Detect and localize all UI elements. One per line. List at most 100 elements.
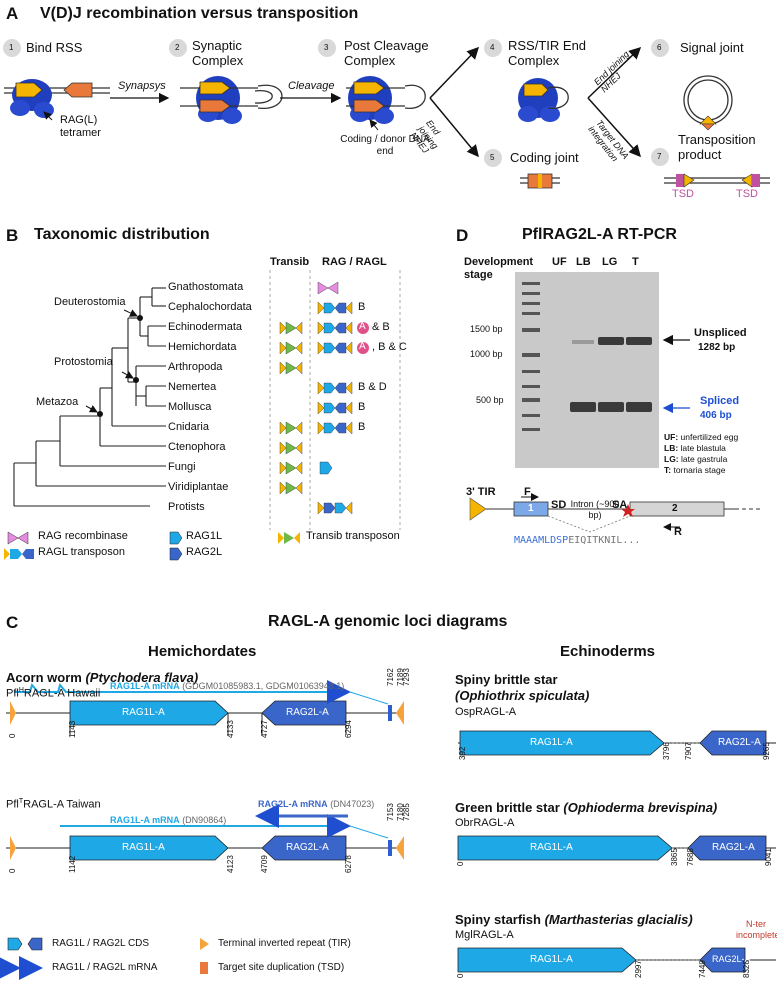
seq-gray: EIQITKNIL... [568, 535, 641, 546]
coord-osp-2: 7907 [684, 742, 693, 760]
taiwan-rest: RAGL-A Taiwan [23, 798, 101, 811]
cleavage-label: Cleavage [288, 80, 335, 92]
osp-locus: OspRAGL-A [455, 706, 517, 718]
legend-rag-recombinase: RAG recombinase [38, 530, 128, 542]
badge-3: A [359, 341, 366, 352]
panel-d-title: PflRAG2L-A RT-PCR [522, 226, 677, 243]
hawaii-rag1: RAG1L-A [122, 707, 165, 718]
taxon-viridiplantae: Viridiplantae [168, 481, 229, 493]
coord-hawaii-0: 0 [8, 733, 17, 738]
step-num-5: 5 [490, 153, 495, 162]
transposition-product-graphic [664, 173, 770, 188]
step-circle-4 [484, 39, 502, 57]
coord-taiwan-7: 7285 [402, 803, 411, 821]
gel-key-abbr: UF: [664, 432, 681, 442]
mgl-rag1: RAG1L-A [530, 954, 573, 965]
panel-c-letter: C [6, 613, 19, 632]
marker-1000: 1000 bp [470, 349, 503, 359]
panel-d-letter: D [456, 226, 469, 245]
step-num-7: 7 [657, 152, 662, 161]
echinoderms-header: Echinoderms [560, 643, 656, 660]
clade-protostomia: Protostomia [54, 356, 113, 368]
hemichordates-header: Hemichordates [148, 643, 257, 660]
obr-title: Green brittle star (Ophioderma brevispin… [455, 800, 717, 815]
seq-blue: MAAAMLDSP [514, 535, 569, 546]
osp-rag1: RAG1L-A [530, 737, 573, 748]
panel-b-title: Taxonomic distribution [34, 226, 210, 243]
coord-taiwan-2: 4123 [226, 855, 235, 873]
legend-transib: Transib transposon [306, 530, 400, 542]
gel-key-abbr: LB: [664, 443, 681, 453]
coord-osp-1: 3796 [662, 742, 671, 760]
coord-hawaii-7: 7293 [402, 668, 411, 686]
marker-500: 500 bp [476, 395, 504, 405]
gel-key-row: LB: late blastula [664, 443, 738, 454]
taiwan-mrna2: RAG2L-A mRNA (DN47023) [258, 799, 374, 809]
step-num-6: 6 [657, 43, 662, 52]
node-metazoa [97, 411, 103, 417]
coord-obr-2: 7688 [686, 848, 695, 866]
taiwan-mrna: RAG1L-A mRNA (DN90864) [110, 815, 226, 825]
synapsys-label: Synapsys [118, 80, 166, 92]
sd-label: SD [551, 499, 567, 511]
signal-joint-graphic [683, 75, 733, 131]
taiwan-sup: T [18, 798, 24, 805]
legend-rag2l: RAG2L [186, 546, 223, 558]
exon1-label: 1 [528, 503, 534, 514]
step1-complex [4, 79, 110, 118]
osp-rag2: RAG2L-A [718, 737, 761, 748]
gel-key-text: late gastrula [681, 454, 728, 464]
taxon-fungi: Fungi [168, 461, 196, 473]
coord-hawaii-5: 7162 [386, 668, 395, 686]
gel-key-abbr: LG: [664, 454, 681, 464]
col-transib: Transib [270, 256, 310, 268]
step3-complex [346, 76, 426, 124]
col-rag: RAG / RAGL [322, 256, 387, 268]
lane-uf: UF [552, 256, 567, 268]
hawaii-mrna: RAG1L-A mRNA (GDGM01085983.1, GDGM010639… [110, 681, 344, 691]
taxon-cnidaria: Cnidaria [168, 421, 209, 433]
taxon-note-7: B [358, 421, 366, 433]
coord-taiwan-5: 7153 [386, 803, 395, 821]
hawaii-rag2: RAG2L-A [286, 707, 329, 718]
step4-complex [518, 78, 569, 122]
coord-hawaii-3: 4727 [260, 720, 269, 738]
spliced-label: Spliced [700, 395, 740, 407]
dev-stage-label: Development stage [464, 256, 534, 281]
hawaii-pfl: Pfl [6, 687, 19, 700]
legend-mrna: RAG1L / RAG2L mRNA [52, 962, 158, 973]
mgl-rag2: RAG2L-A [712, 954, 751, 964]
step-circle-3 [318, 39, 336, 57]
taxon-note-3: , B & C [372, 341, 407, 353]
taiwan-mrna2-label: RAG2L-A mRNA [258, 799, 328, 809]
obr-locus: ObrRAGL-A [455, 817, 515, 829]
primer-f: F [524, 486, 531, 498]
coord-hawaii-1: 1143 [68, 720, 77, 738]
tir3-label: 3' TIR [466, 486, 496, 498]
obr-common: Green brittle star [455, 800, 560, 815]
coord-osp-3: 9265 [762, 742, 771, 760]
step-label-5: Coding joint [510, 150, 579, 165]
taxon-hemichordata: Hemichordata [168, 341, 237, 353]
step-num-3: 3 [324, 43, 329, 52]
coding-joint-graphic [520, 173, 560, 189]
clade-deuterostomia: Deuterostomia [54, 296, 126, 308]
gel-key-text: unfertilized egg [680, 432, 739, 442]
panel-a-title: V(D)J recombination versus transposition [40, 5, 359, 22]
osp-common: Spiny brittle star [455, 672, 558, 687]
osp-species: (Ophiothrix spiculata) [455, 688, 590, 703]
taiwan-pfl: Pfl [6, 798, 19, 811]
protein-seq: MAAAMLDSPEIQITKNIL... [514, 535, 640, 546]
obr-rag2: RAG2L-A [712, 842, 755, 853]
coord-mgl-1: 2997 [634, 960, 643, 978]
panel-a-letter: A [6, 4, 19, 23]
step2-complex [180, 76, 283, 124]
taxon-note-2: & B [372, 321, 390, 333]
gel-key-text: tornaria stage [673, 465, 726, 475]
taxon-echinodermata: Echinodermata [168, 321, 242, 333]
acorn-worm-title: Acorn worm (Ptychodera flava) [6, 670, 198, 685]
rag-tetramer-label: RAG(L) tetramer [60, 114, 101, 139]
coord-mgl-2: 7449 [698, 960, 707, 978]
node-deuterostomia [137, 315, 143, 321]
step-label-4: RSS/TIR End Complex [508, 38, 587, 68]
